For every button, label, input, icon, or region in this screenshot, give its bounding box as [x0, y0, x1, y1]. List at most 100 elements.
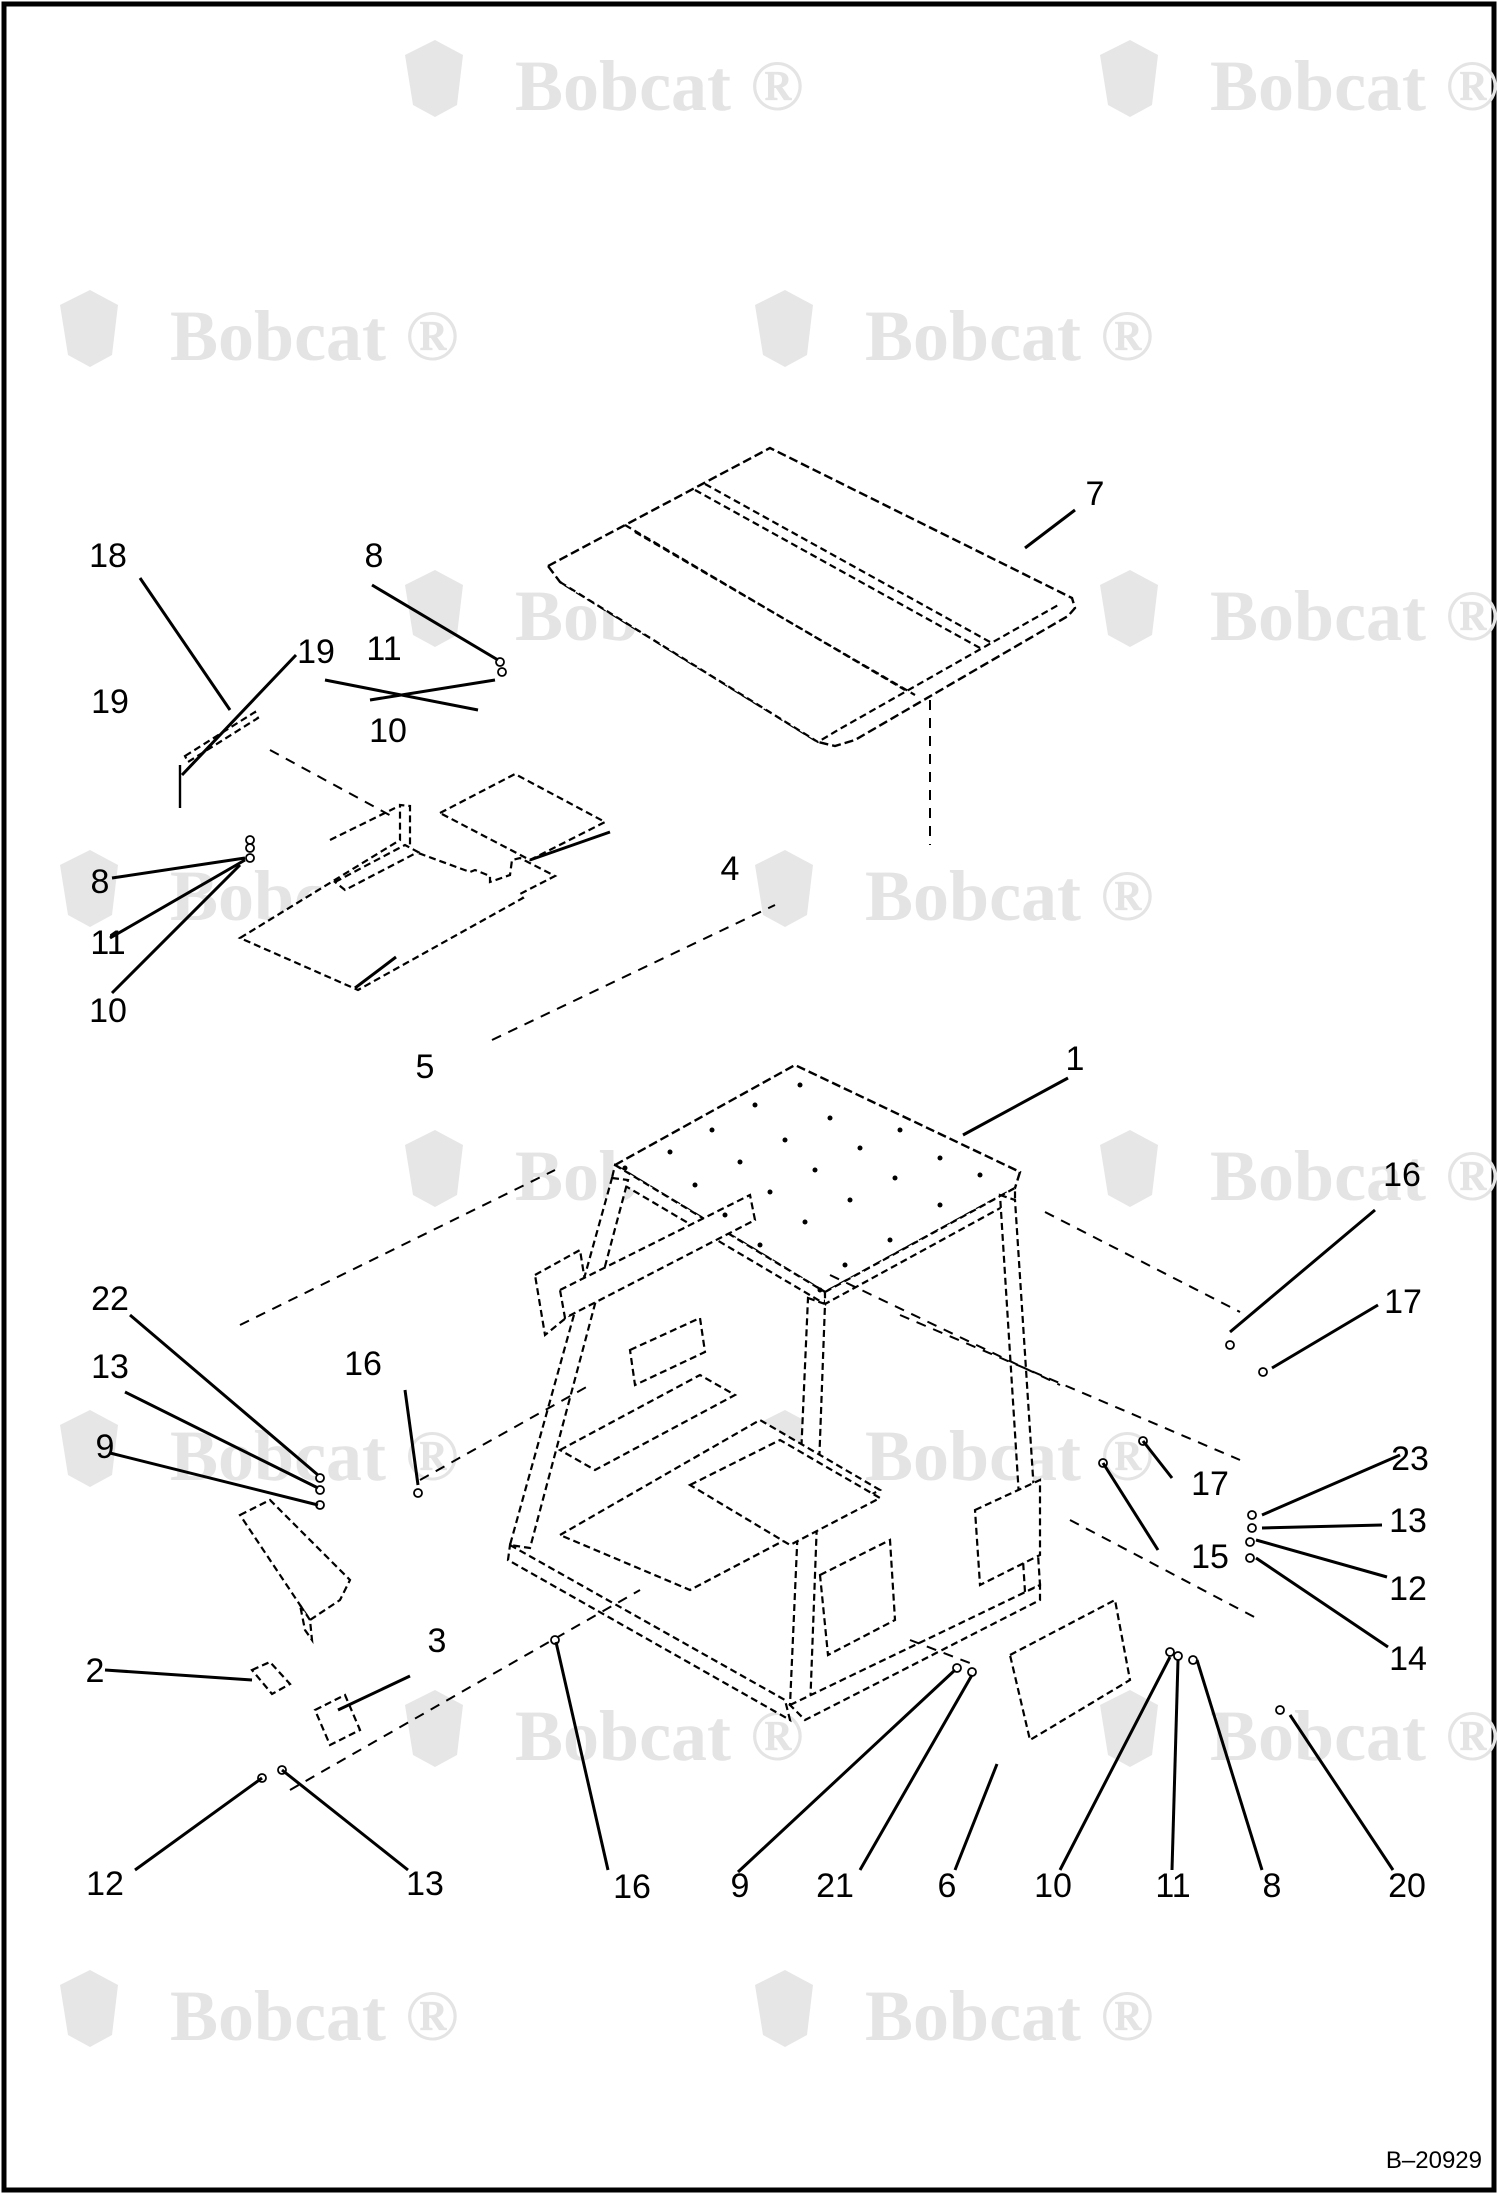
bobcat-logo-icon: [1100, 40, 1158, 117]
callout-c17a: 17: [1384, 1283, 1422, 1321]
bobcat-logo-icon: [405, 40, 463, 117]
callout-c14: 14: [1389, 1640, 1427, 1678]
callout-c20: 20: [1388, 1867, 1426, 1905]
fastener: [1247, 1510, 1257, 1520]
callout-c10b: 10: [89, 992, 127, 1030]
part-18-hinge-strip: [178, 710, 396, 819]
watermark-text: Bobcat: [170, 1416, 386, 1496]
leader-line-32: [1058, 1656, 1172, 1871]
fastener: [1247, 1523, 1257, 1533]
bobcat-logo-icon: [755, 290, 813, 367]
leader-line-22: [1255, 1538, 1388, 1579]
bolt-dot: [887, 1237, 893, 1243]
leader-line-21: [1261, 1523, 1383, 1530]
bobcat-logo-icon: [755, 1970, 813, 2047]
bolt-dot: [622, 1165, 628, 1171]
fastener: [245, 843, 255, 853]
watermark-text: Bobcat: [515, 46, 731, 126]
watermark-registered-mark: ®: [405, 296, 459, 376]
bobcat-logo-icon: [60, 290, 118, 367]
callout-c13c: 13: [406, 1865, 444, 1903]
bolt-dot: [937, 1202, 943, 1208]
bolt-dot: [892, 1175, 898, 1181]
bolt-dot: [692, 1182, 698, 1188]
leader-line-12: [1229, 1208, 1376, 1334]
leader-line-10: [354, 955, 397, 990]
watermark-text: Bobcat: [515, 1696, 731, 1776]
bobcat-logo-icon: [60, 1970, 118, 2047]
watermark-text: Bobcat: [1210, 1136, 1426, 1216]
bolt-dot: [802, 1219, 808, 1225]
callout-c8a: 8: [365, 537, 384, 575]
watermark-15: Bobcat®: [755, 1970, 1154, 2056]
part-1-cab-frame: [506, 1063, 1042, 1723]
bolt-dot: [737, 1159, 743, 1165]
fastener: [413, 1488, 423, 1498]
watermark-registered-mark: ®: [1100, 296, 1154, 376]
part-2-clip: [250, 1660, 292, 1696]
leader-line-34: [1195, 1659, 1264, 1871]
fastener: [497, 667, 507, 677]
drawing-code: B–20929: [1386, 2147, 1482, 2174]
watermark-1: Bobcat®: [1100, 40, 1498, 126]
leader-line-31: [953, 1763, 999, 1871]
callout-c4: 4: [721, 850, 740, 888]
watermark-layer: Bobcat®Bobcat®Bobcat®Bobcat®Bobcat®Bobca…: [60, 40, 1498, 2056]
leader-line-16: [109, 1451, 319, 1507]
fastener: [967, 1667, 977, 1677]
watermark-5: Bobcat®: [1100, 570, 1498, 656]
watermark-registered-mark: ®: [1100, 856, 1154, 936]
watermark-text: Bobcat: [865, 1416, 1081, 1496]
leader-line-13: [1271, 1303, 1379, 1370]
bobcat-logo-icon: [405, 570, 463, 647]
part-6-decal: [1008, 1598, 1132, 1742]
watermark-text: Bobcat: [1210, 46, 1426, 126]
leader-line-35: [1288, 1714, 1395, 1871]
watermark-12: Bobcat®: [405, 1690, 804, 1776]
fastener: [1188, 1655, 1198, 1665]
fastener: [315, 1473, 325, 1483]
callout-c2: 2: [86, 1652, 105, 1690]
leader-line-26: [134, 1776, 263, 1872]
leader-line-6: [529, 830, 611, 862]
watermark-3: Bobcat®: [755, 290, 1154, 376]
leader-line-5: [369, 678, 496, 702]
watermark-text: Bobcat: [865, 1976, 1081, 2056]
callout-c19b: 19: [91, 683, 129, 721]
callout-c8b: 8: [91, 863, 110, 901]
leader-line-4: [180, 653, 298, 777]
bolt-dot: [937, 1155, 943, 1161]
bobcat-logo-icon: [755, 850, 813, 927]
callout-c19a: 19: [297, 633, 335, 671]
leader-line-17: [403, 1389, 420, 1486]
bobcat-logo-icon: [60, 850, 118, 927]
bolt-dot: [667, 1149, 673, 1155]
leader-line-1: [138, 577, 232, 711]
callout-c15: 15: [1191, 1538, 1229, 1576]
bobcat-logo-icon: [1100, 570, 1158, 647]
callout-c10c: 10: [1034, 1867, 1072, 1905]
watermark-registered-mark: ®: [1445, 576, 1498, 656]
callout-c12b: 12: [86, 1865, 124, 1903]
bolt-dot: [827, 1115, 833, 1121]
callout-c13b: 13: [1389, 1502, 1427, 1540]
watermark-2: Bobcat®: [60, 290, 459, 376]
bobcat-logo-icon: [1100, 1130, 1158, 1207]
bobcat-logo-icon: [405, 1690, 463, 1767]
leader-line-25: [337, 1674, 411, 1712]
bolt-dot: [797, 1082, 803, 1088]
callout-c9a: 9: [96, 1428, 115, 1466]
bolt-dot: [842, 1262, 848, 1268]
watermark-registered-mark: ®: [1445, 1136, 1498, 1216]
callout-c21: 21: [816, 1867, 854, 1905]
callout-c6: 6: [938, 1867, 957, 1905]
leader-line-23: [1255, 1556, 1389, 1649]
leader-line-27: [281, 1768, 409, 1872]
leader-line-30: [858, 1674, 974, 1871]
watermark-text: Bobcat: [865, 296, 1081, 376]
watermark-text: Bobcat: [1210, 576, 1426, 656]
watermark-10: Bobcat®: [60, 1410, 459, 1496]
watermark-9: Bobcat®: [1100, 1130, 1498, 1216]
leader-lines: [104, 508, 1401, 1874]
